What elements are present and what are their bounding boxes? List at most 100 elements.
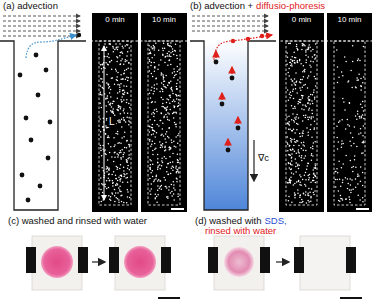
speckle bbox=[101, 64, 103, 66]
speckle bbox=[157, 161, 159, 163]
speckle bbox=[156, 88, 158, 90]
speckle bbox=[314, 190, 316, 192]
speckle bbox=[106, 74, 108, 76]
speckle bbox=[309, 192, 311, 194]
speckle bbox=[120, 178, 122, 180]
speckle bbox=[290, 78, 292, 80]
speckle bbox=[126, 147, 128, 149]
scale-bar bbox=[158, 297, 180, 299]
speckle bbox=[104, 43, 106, 45]
speckle bbox=[121, 194, 123, 196]
speckle bbox=[166, 109, 168, 111]
speckle bbox=[120, 99, 122, 101]
stain bbox=[41, 246, 73, 278]
speckle bbox=[293, 184, 295, 186]
speckle bbox=[177, 196, 179, 198]
speckle bbox=[294, 57, 296, 59]
speckle bbox=[175, 50, 177, 52]
speckle bbox=[127, 92, 129, 94]
speckle bbox=[345, 199, 347, 201]
speckle bbox=[106, 111, 108, 113]
speckle bbox=[310, 50, 312, 52]
speckle bbox=[306, 49, 308, 51]
speckle bbox=[309, 65, 311, 67]
speckle bbox=[300, 79, 302, 81]
speckle bbox=[122, 156, 124, 158]
speckle bbox=[105, 97, 107, 99]
speckle bbox=[110, 196, 112, 198]
speckle bbox=[164, 108, 166, 110]
speckle bbox=[299, 102, 301, 104]
speckle bbox=[310, 147, 312, 149]
speckle bbox=[345, 177, 347, 179]
speckle bbox=[119, 55, 121, 57]
speckle bbox=[308, 75, 310, 77]
speckle bbox=[124, 61, 126, 63]
speckle bbox=[160, 112, 162, 114]
speckle bbox=[124, 92, 126, 94]
speckle bbox=[120, 191, 122, 193]
speckle bbox=[167, 44, 169, 46]
speckle bbox=[108, 173, 110, 175]
clip bbox=[26, 247, 36, 273]
speckle bbox=[117, 80, 119, 82]
speckle bbox=[314, 163, 316, 165]
speckle bbox=[304, 71, 306, 73]
speckle bbox=[176, 112, 178, 114]
fabric bbox=[115, 236, 165, 290]
channel-wall bbox=[0, 41, 86, 210]
speckle bbox=[351, 179, 353, 181]
speckle bbox=[108, 137, 110, 139]
speckle bbox=[350, 184, 352, 186]
speckle bbox=[127, 165, 129, 167]
speckle bbox=[108, 87, 110, 89]
channel-outline bbox=[148, 41, 180, 205]
speckle bbox=[155, 194, 157, 196]
speckle bbox=[115, 185, 117, 187]
speckle bbox=[117, 110, 119, 112]
speckle bbox=[126, 202, 128, 204]
speckle bbox=[294, 117, 296, 119]
speckle bbox=[124, 112, 126, 114]
speckle bbox=[357, 175, 359, 177]
speckle bbox=[165, 87, 167, 89]
speckle bbox=[165, 158, 167, 160]
speckle bbox=[161, 133, 163, 135]
speckle bbox=[113, 47, 115, 49]
clip bbox=[346, 247, 356, 273]
speckle bbox=[294, 151, 296, 153]
speckle bbox=[299, 60, 301, 62]
speckle bbox=[297, 103, 299, 105]
speckle bbox=[129, 169, 131, 171]
speckle bbox=[303, 109, 305, 111]
speckle bbox=[314, 175, 316, 177]
speckle bbox=[362, 114, 364, 116]
speckle bbox=[153, 133, 155, 135]
speckle bbox=[175, 166, 177, 168]
speckle bbox=[123, 85, 125, 87]
speckle bbox=[115, 174, 117, 176]
speckle bbox=[173, 181, 175, 183]
speckle bbox=[116, 70, 118, 72]
speckle bbox=[151, 144, 153, 146]
speckle bbox=[102, 81, 104, 83]
speckle bbox=[108, 84, 110, 86]
speckle bbox=[163, 81, 165, 83]
fabric-photo bbox=[294, 236, 356, 290]
speckle bbox=[287, 122, 289, 124]
speckle bbox=[313, 89, 315, 91]
speckle bbox=[175, 124, 177, 126]
speckle bbox=[106, 180, 108, 182]
speckle bbox=[118, 105, 120, 107]
speckle bbox=[310, 61, 312, 63]
speckle bbox=[174, 50, 176, 52]
particle bbox=[29, 138, 34, 143]
speckle bbox=[313, 91, 315, 93]
phoresis-arrow bbox=[237, 117, 238, 124]
speckle bbox=[169, 59, 171, 61]
speckle bbox=[126, 85, 128, 87]
speckle bbox=[301, 160, 303, 162]
speckle bbox=[349, 199, 351, 201]
speckle bbox=[314, 174, 316, 176]
speckle bbox=[363, 142, 365, 144]
